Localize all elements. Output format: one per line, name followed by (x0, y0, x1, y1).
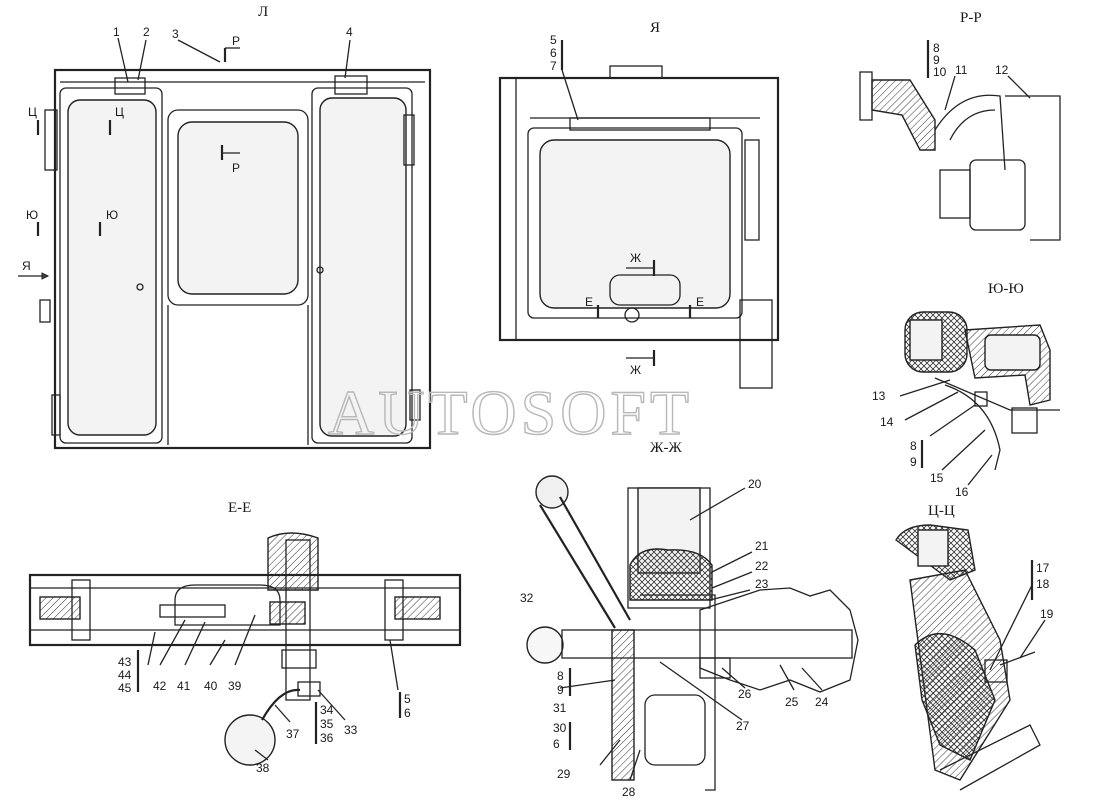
callout-pp-8: 8 (933, 41, 940, 55)
callout-28: 28 (622, 785, 636, 799)
section-pp: Р-Р 8 9 10 11 12 (859, 10, 1061, 241)
view-ya-title: Я (650, 20, 660, 36)
callout-yuyu-9: 9 (910, 455, 917, 469)
main-view: Л 1 2 3 4 Р (18, 4, 432, 450)
callout-39: 39 (228, 679, 242, 693)
callout-zhzh-8: 8 (557, 669, 564, 683)
callout-34: 34 (320, 703, 334, 717)
callout-24: 24 (815, 695, 829, 709)
section-mark-p-mid: Р (232, 161, 240, 175)
section-pp-title: Р-Р (960, 10, 982, 26)
callout-pp-11: 11 (955, 63, 968, 77)
section-mark-e-left: Е (585, 295, 593, 309)
callout-32: 32 (520, 591, 534, 605)
callout-zhzh-9: 9 (557, 683, 564, 697)
section-zhzh-title: Ж-Ж (650, 440, 682, 456)
callout-29: 29 (557, 767, 571, 781)
callout-14: 14 (880, 415, 894, 429)
section-mark-zh-bottom: Ж (630, 363, 641, 377)
section-mark-yu-left: Ю (26, 208, 38, 222)
callout-42: 42 (153, 679, 167, 693)
callout-19: 19 (1040, 607, 1054, 621)
callout-23: 23 (755, 577, 769, 591)
callout-1: 1 (113, 25, 120, 39)
section-ee: Е-Е 43 44 45 42 41 40 39 37 3 (28, 500, 462, 775)
callout-41: 41 (177, 679, 191, 693)
callout-44: 44 (118, 668, 132, 682)
callout-30: 30 (553, 721, 567, 735)
callout-pp-9: 9 (933, 53, 940, 67)
callout-31: 31 (553, 701, 567, 715)
callout-ee-6: 6 (404, 706, 411, 720)
callout-13: 13 (872, 389, 886, 403)
section-mark-ts-left: Ц (28, 105, 37, 119)
callout-38: 38 (256, 761, 270, 775)
section-yuyu-title: Ю-Ю (988, 281, 1024, 297)
callout-16: 16 (955, 485, 969, 499)
callout-20: 20 (748, 477, 762, 491)
section-yuyu: Ю-Ю 13 14 8 9 15 16 (872, 281, 1060, 499)
callout-2: 2 (143, 25, 150, 39)
callout-33: 33 (344, 723, 358, 737)
section-mark-e-right: Е (696, 295, 704, 309)
callout-pp-12: 12 (995, 63, 1009, 77)
section-mark-ya: Я (22, 259, 31, 273)
callout-15: 15 (930, 471, 944, 485)
callout-22: 22 (755, 559, 769, 573)
callout-43: 43 (118, 655, 132, 669)
callout-35: 35 (320, 717, 334, 731)
callout-25: 25 (785, 695, 799, 709)
callout-4: 4 (346, 25, 353, 39)
callout-18: 18 (1036, 577, 1050, 591)
callout-zhzh-6: 6 (553, 737, 560, 751)
callout-yuyu-8: 8 (910, 439, 917, 453)
section-zhzh: Ж-Ж 20 21 22 23 24 25 26 27 (520, 440, 859, 799)
section-mark-yu-right: Ю (106, 208, 118, 222)
callout-3: 3 (172, 27, 179, 41)
callout-27: 27 (736, 719, 750, 733)
section-mark-ts-right: Ц (115, 105, 124, 119)
callout-17: 17 (1036, 561, 1050, 575)
watermark: AUTOSOFT (328, 377, 693, 448)
callout-7: 7 (550, 59, 557, 73)
main-view-title: Л (258, 4, 268, 20)
callout-6: 6 (550, 46, 557, 60)
section-mark-zh-top: Ж (630, 251, 641, 265)
view-ya: Я 5 6 7 Ж Ж Е Е (498, 20, 780, 389)
callout-45: 45 (118, 681, 132, 695)
callout-21: 21 (755, 539, 769, 553)
section-tsts-title: Ц-Ц (928, 503, 955, 519)
section-tsts: Ц-Ц 17 18 19 (895, 503, 1054, 791)
callout-37: 37 (286, 727, 300, 741)
callout-40: 40 (204, 679, 218, 693)
callout-36: 36 (320, 731, 334, 745)
callout-ee-5: 5 (404, 692, 411, 706)
callout-pp-10: 10 (933, 65, 947, 79)
section-mark-p-top: Р (232, 34, 240, 48)
callout-26: 26 (738, 687, 752, 701)
callout-5: 5 (550, 33, 557, 47)
section-ee-title: Е-Е (228, 500, 251, 516)
